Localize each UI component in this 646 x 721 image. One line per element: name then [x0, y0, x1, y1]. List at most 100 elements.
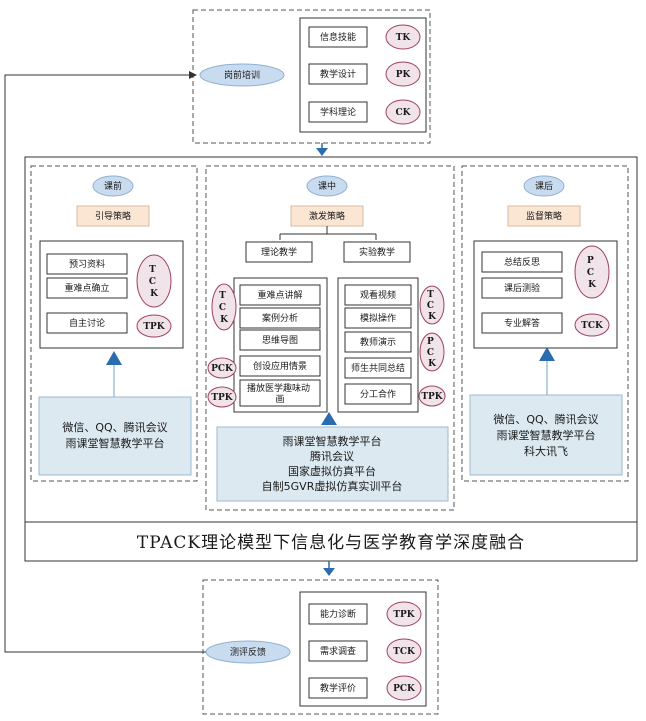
- theory-item-1: [239, 284, 321, 306]
- experiment-item-5-label: 分工合作: [360, 388, 396, 400]
- postclass-tag-pck: [574, 245, 610, 299]
- arrow-down-icon: [316, 148, 328, 156]
- pretraining-item-1-label: 信息技能: [320, 31, 356, 43]
- preclass-item-2-label: 重难点确立: [64, 282, 109, 294]
- inclass-platform-2: 腾讯会议: [310, 449, 354, 463]
- evaluation-tag-3-label: PCK: [393, 684, 416, 694]
- preclass-strategy: [76, 205, 150, 227]
- pretraining-tag-3: [385, 99, 421, 125]
- evaluation-tag-1-label: TPK: [393, 610, 415, 620]
- preclass-platform-1: 微信、QQ、腾讯会议: [62, 420, 167, 434]
- theory-item-2: [239, 307, 321, 329]
- theory-item-4-label: 创设应用情景: [253, 360, 307, 372]
- evaluation-tag-1: [386, 601, 422, 627]
- theory-teaching-label: 理论教学: [261, 246, 297, 258]
- experiment-item-2-label: 模拟操作: [360, 312, 396, 324]
- pretraining-item-2-label: 教学设计: [320, 68, 356, 80]
- experiment-tag-tck: [419, 285, 445, 325]
- theory-tag-pck: [207, 357, 237, 379]
- pretraining-pill: [199, 63, 285, 87]
- theory-item-3-label: 思维导图: [262, 334, 298, 346]
- experiment-teaching: [343, 241, 411, 263]
- inclass-platforms: [216, 426, 449, 502]
- pretraining-tag-3-label: CK: [396, 108, 412, 118]
- preclass-strategy-label: 引导策略: [95, 210, 131, 222]
- preclass-item-3-label: 自主讨论: [69, 317, 105, 329]
- preclass-pill: [92, 175, 134, 197]
- postclass-item-2-label: 课后测验: [504, 282, 540, 294]
- experiment-item-3: [344, 331, 412, 353]
- postclass-strategy: [507, 205, 581, 227]
- experiment-item-4-label: 师生共同总结: [351, 362, 405, 374]
- evaluation-item-2: [308, 640, 368, 662]
- experiment-tag-pck: [419, 332, 445, 372]
- evaluation-item-1-label: 能力诊断: [320, 608, 356, 620]
- preclass-tag-tpk-label: TPK: [143, 322, 165, 332]
- preclass-section: [30, 165, 198, 482]
- evaluation-tag-2: [386, 638, 422, 664]
- postclass-item-1: [481, 251, 563, 273]
- preclass-platforms: [38, 396, 192, 476]
- theory-item-2-label: 案例分析: [262, 312, 298, 324]
- experiment-teaching-label: 实验教学: [359, 246, 395, 258]
- experiment-tag-tpk: [418, 385, 446, 407]
- theory-teaching: [245, 241, 313, 263]
- postclass-section: [461, 165, 629, 482]
- experiment-tag-tck-label: T C K: [427, 290, 437, 322]
- theory-tag-pck-label: PCK: [211, 364, 234, 374]
- inclass-platform-1: 雨课堂智慧教学平台: [283, 434, 382, 448]
- pretraining-item-3-label: 学科理论: [320, 106, 356, 118]
- theory-tag-tck: [211, 283, 237, 331]
- theory-item-5-label: 播放医学趣味动 画: [247, 382, 313, 405]
- preclass-pill-label: 课前: [104, 180, 122, 192]
- inclass-section: [205, 165, 455, 511]
- preclass-item-1: [46, 253, 128, 275]
- evaluation-item-1: [308, 603, 368, 625]
- preclass-item-3: [46, 312, 128, 334]
- inclass-platform-3: 国家虚拟仿真平台: [288, 464, 376, 478]
- experiment-item-2: [344, 307, 412, 329]
- postclass-tag-tck-label: TCK: [581, 321, 604, 331]
- feedback-loop-line: [4, 71, 206, 653]
- theory-item-5: [239, 379, 321, 407]
- preclass-tag-tck-label: T C K: [149, 265, 159, 299]
- evaluation-item-2-label: 需求调查: [320, 645, 356, 657]
- postclass-strategy-label: 监督策略: [526, 210, 562, 222]
- banner-box: [24, 521, 638, 562]
- postclass-platform-1: 微信、QQ、腾讯会议: [493, 412, 598, 426]
- pretraining-item-3: [308, 101, 368, 123]
- pretraining-tag-1-label: TK: [396, 33, 412, 43]
- postclass-arrow-up-icon: [539, 347, 555, 361]
- inclass-arrow-up-icon: [321, 412, 337, 425]
- postclass-platforms: [469, 394, 623, 476]
- evaluation-item-3-label: 教学评价: [320, 682, 356, 694]
- evaluation-tag-2-label: TCK: [393, 647, 416, 657]
- theory-tag-tck-label: T C K: [219, 291, 229, 325]
- preclass-item-2: [46, 277, 128, 299]
- inclass-pill-label: 课中: [318, 180, 336, 192]
- postclass-item-3: [481, 312, 563, 334]
- postclass-pill: [523, 175, 565, 197]
- preclass-tag-tck: [136, 254, 172, 308]
- pretraining-item-1: [308, 26, 368, 48]
- experiment-item-3-label: 教师演示: [360, 336, 396, 348]
- postclass-platform-3: 科大讯飞: [524, 444, 568, 458]
- pretraining-tag-1: [385, 24, 421, 50]
- postclass-platform-2: 雨课堂智慧教学平台: [497, 428, 596, 442]
- postclass-item-1-label: 总结反思: [504, 256, 540, 268]
- inclass-platform-4: 自制5GVR虚拟仿真实训平台: [262, 479, 403, 493]
- experiment-tag-tpk-label: TPK: [421, 392, 443, 402]
- pretraining-pill-label: 岗前培训: [224, 69, 260, 81]
- evaluation-pill-label: 测评反馈: [230, 646, 266, 658]
- evaluation-tag-3: [386, 675, 422, 701]
- pretraining-tag-2: [385, 61, 421, 87]
- experiment-item-4: [344, 357, 412, 379]
- preclass-platform-2: 雨课堂智慧教学平台: [66, 436, 165, 450]
- theory-tag-tpk: [207, 386, 237, 408]
- experiment-item-1: [344, 284, 412, 306]
- theory-item-1-label: 重难点讲解: [257, 289, 302, 301]
- postclass-tag-pck-label: P C K: [587, 256, 597, 290]
- preclass-item-1-label: 预习资料: [69, 258, 105, 270]
- postclass-item-3-label: 专业解答: [504, 317, 540, 329]
